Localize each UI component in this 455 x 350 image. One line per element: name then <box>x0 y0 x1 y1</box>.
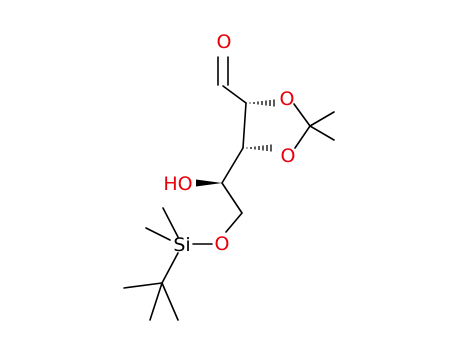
solid-wedge-choh-ho <box>196 179 222 187</box>
bond-tbu-methyl-right <box>161 282 179 321</box>
bond-cacetal-methyl-lower <box>309 125 335 141</box>
atom-ring-o-lower: O <box>281 145 296 167</box>
bond-o1-cacetal <box>293 103 311 127</box>
atom-hydroxyl: HO <box>163 173 192 195</box>
atom-aldehyde-o: O <box>217 31 232 53</box>
hashed-wedge-c4-o1 <box>249 99 275 107</box>
atom-silicon: Si <box>173 234 190 256</box>
bond-si-methyl-upper <box>162 207 179 238</box>
bond-ch2-oether <box>225 212 243 233</box>
bond-si-methyl-left <box>145 227 171 241</box>
bond-c4-c5 <box>242 102 247 149</box>
hashed-wedge-c5-o3 <box>246 144 272 152</box>
atom-ether-o: O <box>215 233 230 255</box>
bond-cacetal-o3 <box>294 125 311 149</box>
bond-si-tbu <box>161 252 179 284</box>
bond-cacetal-methyl-upper <box>309 111 335 127</box>
atom-label-layer: O O O HO O Si <box>163 31 295 256</box>
bond-cho-c4 <box>222 85 247 104</box>
atom-ring-o-upper: O <box>280 88 295 110</box>
bond-tbu-methyl-left <box>123 282 163 289</box>
bond-c5-choh <box>221 147 244 184</box>
bond-layer <box>123 56 335 321</box>
bond-tbu-methyl-bottom <box>149 282 163 321</box>
stereo-layer <box>196 99 275 187</box>
bond-choh-ch2 <box>221 182 243 214</box>
